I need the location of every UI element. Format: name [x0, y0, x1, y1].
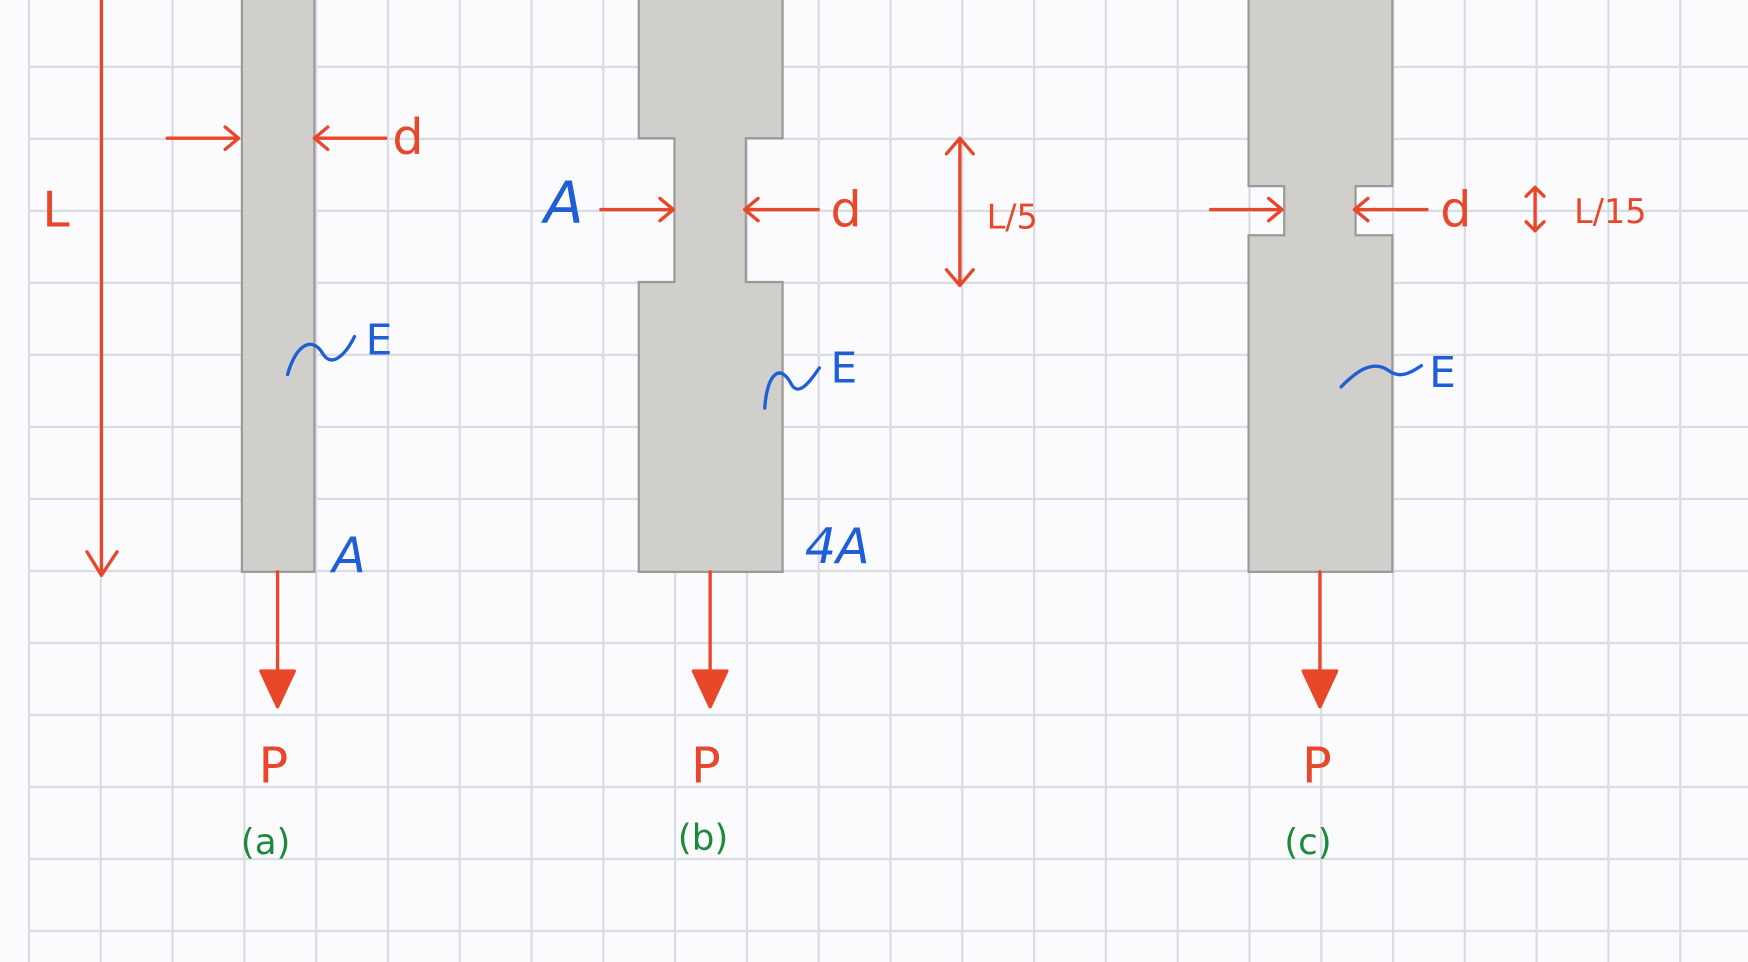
caption-a: (a) [241, 822, 291, 863]
label-L: L [42, 180, 70, 238]
label-L5: L/5 [987, 198, 1038, 237]
label-E-c: E [1429, 348, 1456, 397]
load-arrow-b [691, 570, 729, 709]
label-P-c: P [1302, 737, 1332, 795]
label-E-b: E [831, 343, 858, 392]
bar-b [637, 0, 784, 573]
load-arrow-a [259, 570, 296, 709]
squiggle-a [285, 334, 357, 377]
d-arrows-c [1208, 196, 1429, 223]
squiggle-b [763, 366, 822, 410]
label-P-a: P [259, 737, 289, 795]
label-d-a: d [392, 108, 423, 166]
label-L15: L/15 [1574, 192, 1646, 231]
bar-c [1247, 0, 1394, 573]
label-E-a: E [366, 315, 393, 364]
d-arrows-b [599, 196, 820, 223]
label-A-a: A [329, 526, 366, 584]
caption-b: (b) [678, 817, 728, 858]
label-d-b: d [831, 180, 862, 238]
label-A-b: A [540, 169, 584, 237]
l15-dimension-arrow [1524, 185, 1546, 233]
label-P-b: P [691, 737, 721, 795]
length-arrow [85, 0, 119, 577]
load-arrow-c [1301, 570, 1339, 709]
l5-dimension-arrow [944, 136, 975, 288]
caption-c: (c) [1284, 822, 1331, 863]
grid [27, 0, 1748, 962]
label-4A: 4A [805, 517, 870, 575]
d-arrows-a [165, 125, 388, 152]
squiggle-c [1339, 363, 1424, 389]
label-d-c: d [1440, 180, 1471, 238]
bar-a [240, 0, 316, 573]
